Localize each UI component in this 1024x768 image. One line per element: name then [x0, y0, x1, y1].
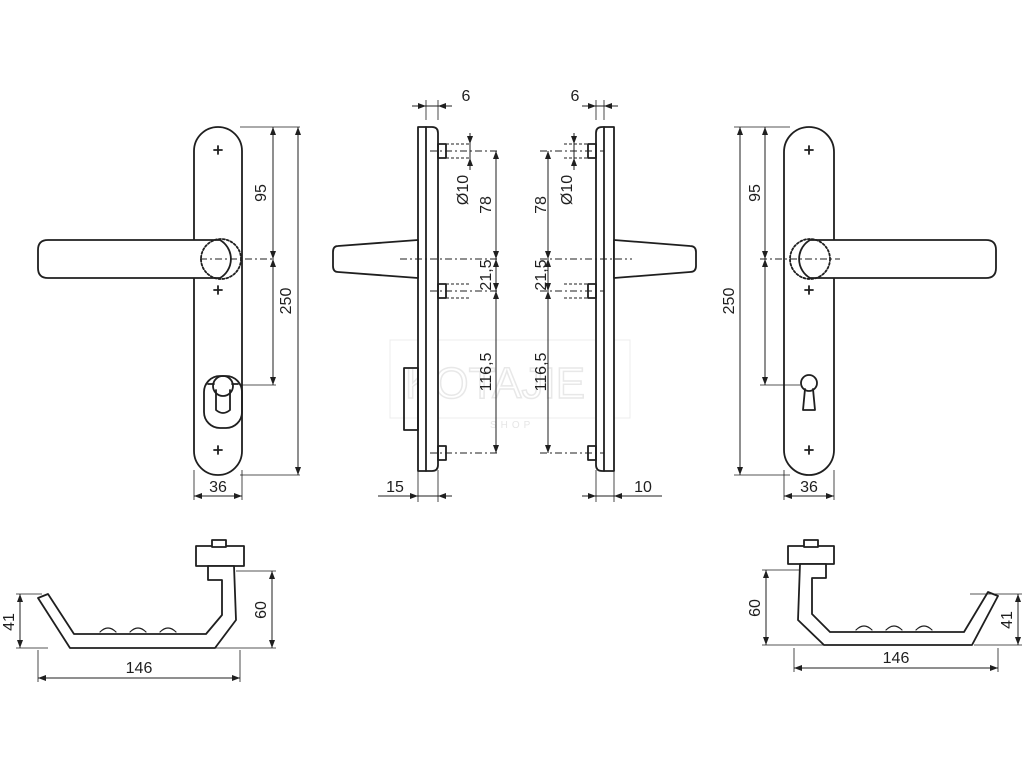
dim-pin-side-left: Ø10 [455, 175, 472, 205]
side-view-right: 6 Ø10 78 21,5 116,5 10 [533, 88, 697, 502]
side-plate-left [417, 126, 439, 472]
dim-upper-side-left: 78 [478, 196, 495, 214]
front-view-right: 250 95 36 [721, 126, 997, 500]
side-lever-right [613, 239, 697, 279]
backplate-left [193, 126, 243, 476]
dim-width-right: 36 [800, 479, 818, 496]
dim-height-top-right: 60 [747, 599, 764, 617]
top-view-left: 60 41 146 [1, 539, 276, 682]
front-view-left: 95 250 36 [37, 126, 301, 500]
rosette-right [787, 545, 835, 565]
dim-top-right: 95 [747, 184, 764, 202]
screw-marks-right [804, 145, 814, 455]
handle-top-right [797, 563, 999, 646]
lever-left [37, 239, 232, 279]
dim-thickness-side-left: 15 [386, 479, 404, 496]
backplate-right [783, 126, 835, 476]
screw-marks-left [213, 145, 223, 455]
lever-right [798, 239, 997, 279]
dim-mid-side-right: 21,5 [533, 259, 550, 290]
dim-top-left: 95 [253, 184, 270, 202]
dim-drop-top-left: 41 [1, 613, 18, 631]
dim-length-top-left: 146 [126, 660, 153, 677]
dim-drop-top-right: 41 [999, 611, 1016, 629]
dim-offset-side-right: 6 [571, 88, 580, 105]
dim-thickness-side-right: 10 [634, 479, 652, 496]
dim-pin-side-right: Ø10 [559, 175, 576, 205]
handle-top-left [37, 565, 237, 649]
dim-lower-side-left: 116,5 [478, 352, 495, 391]
side-view-left: 6 Ø10 78 21,5 116,5 15 [332, 88, 500, 502]
dim-total-right: 250 [721, 288, 738, 315]
dim-width-left: 36 [209, 479, 227, 496]
top-view-right: 60 41 146 [747, 539, 1022, 672]
side-plate-right [595, 126, 615, 472]
dim-lower-side-right: 116,5 [533, 352, 550, 391]
cylinder-cutout-right [800, 374, 818, 392]
dim-offset-side-left: 6 [462, 88, 471, 105]
dim-upper-side-right: 78 [533, 196, 550, 214]
watermark-subtext: SHOP [490, 420, 534, 431]
dim-mid-side-left: 21,5 [478, 259, 495, 290]
dim-length-top-right: 146 [883, 650, 910, 667]
dim-total-left: 250 [278, 288, 295, 315]
rosette-left [195, 545, 245, 567]
side-lever-left [332, 239, 419, 279]
dim-height-top-left: 60 [253, 601, 270, 619]
